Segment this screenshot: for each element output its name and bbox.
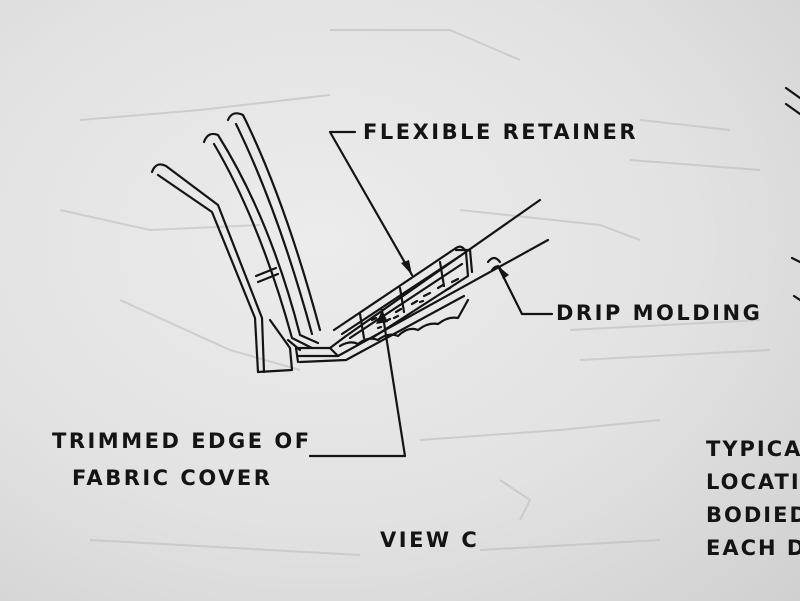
- drip-molding-label: DRIP MOLDING: [556, 301, 763, 325]
- flexible-retainer-channel: [332, 245, 474, 340]
- arrowhead-drip-molding: [498, 266, 509, 279]
- side-note-line: EACH D: [706, 536, 800, 560]
- window-frame-members: [150, 112, 322, 374]
- arrowhead-flexible-retainer: [401, 260, 412, 275]
- side-note-line: LOCATI: [706, 470, 800, 494]
- side-note-line: BODIED: [706, 503, 800, 527]
- trimmed-edge-label-line2: FABRIC COVER: [72, 466, 273, 490]
- flexible-retainer-label: FLEXIBLE RETAINER: [363, 120, 638, 144]
- trimmed-edge-label-line1: TRIMMED EDGE OF: [52, 429, 312, 453]
- view-caption: VIEW C: [380, 528, 480, 552]
- arrowheads: [376, 260, 509, 324]
- arrowhead-trimmed-edge: [376, 310, 388, 324]
- adjacent-figure-marks: [784, 86, 800, 302]
- fabric-cover-trimmed-edge: [338, 277, 470, 348]
- leader-lines: [308, 130, 554, 458]
